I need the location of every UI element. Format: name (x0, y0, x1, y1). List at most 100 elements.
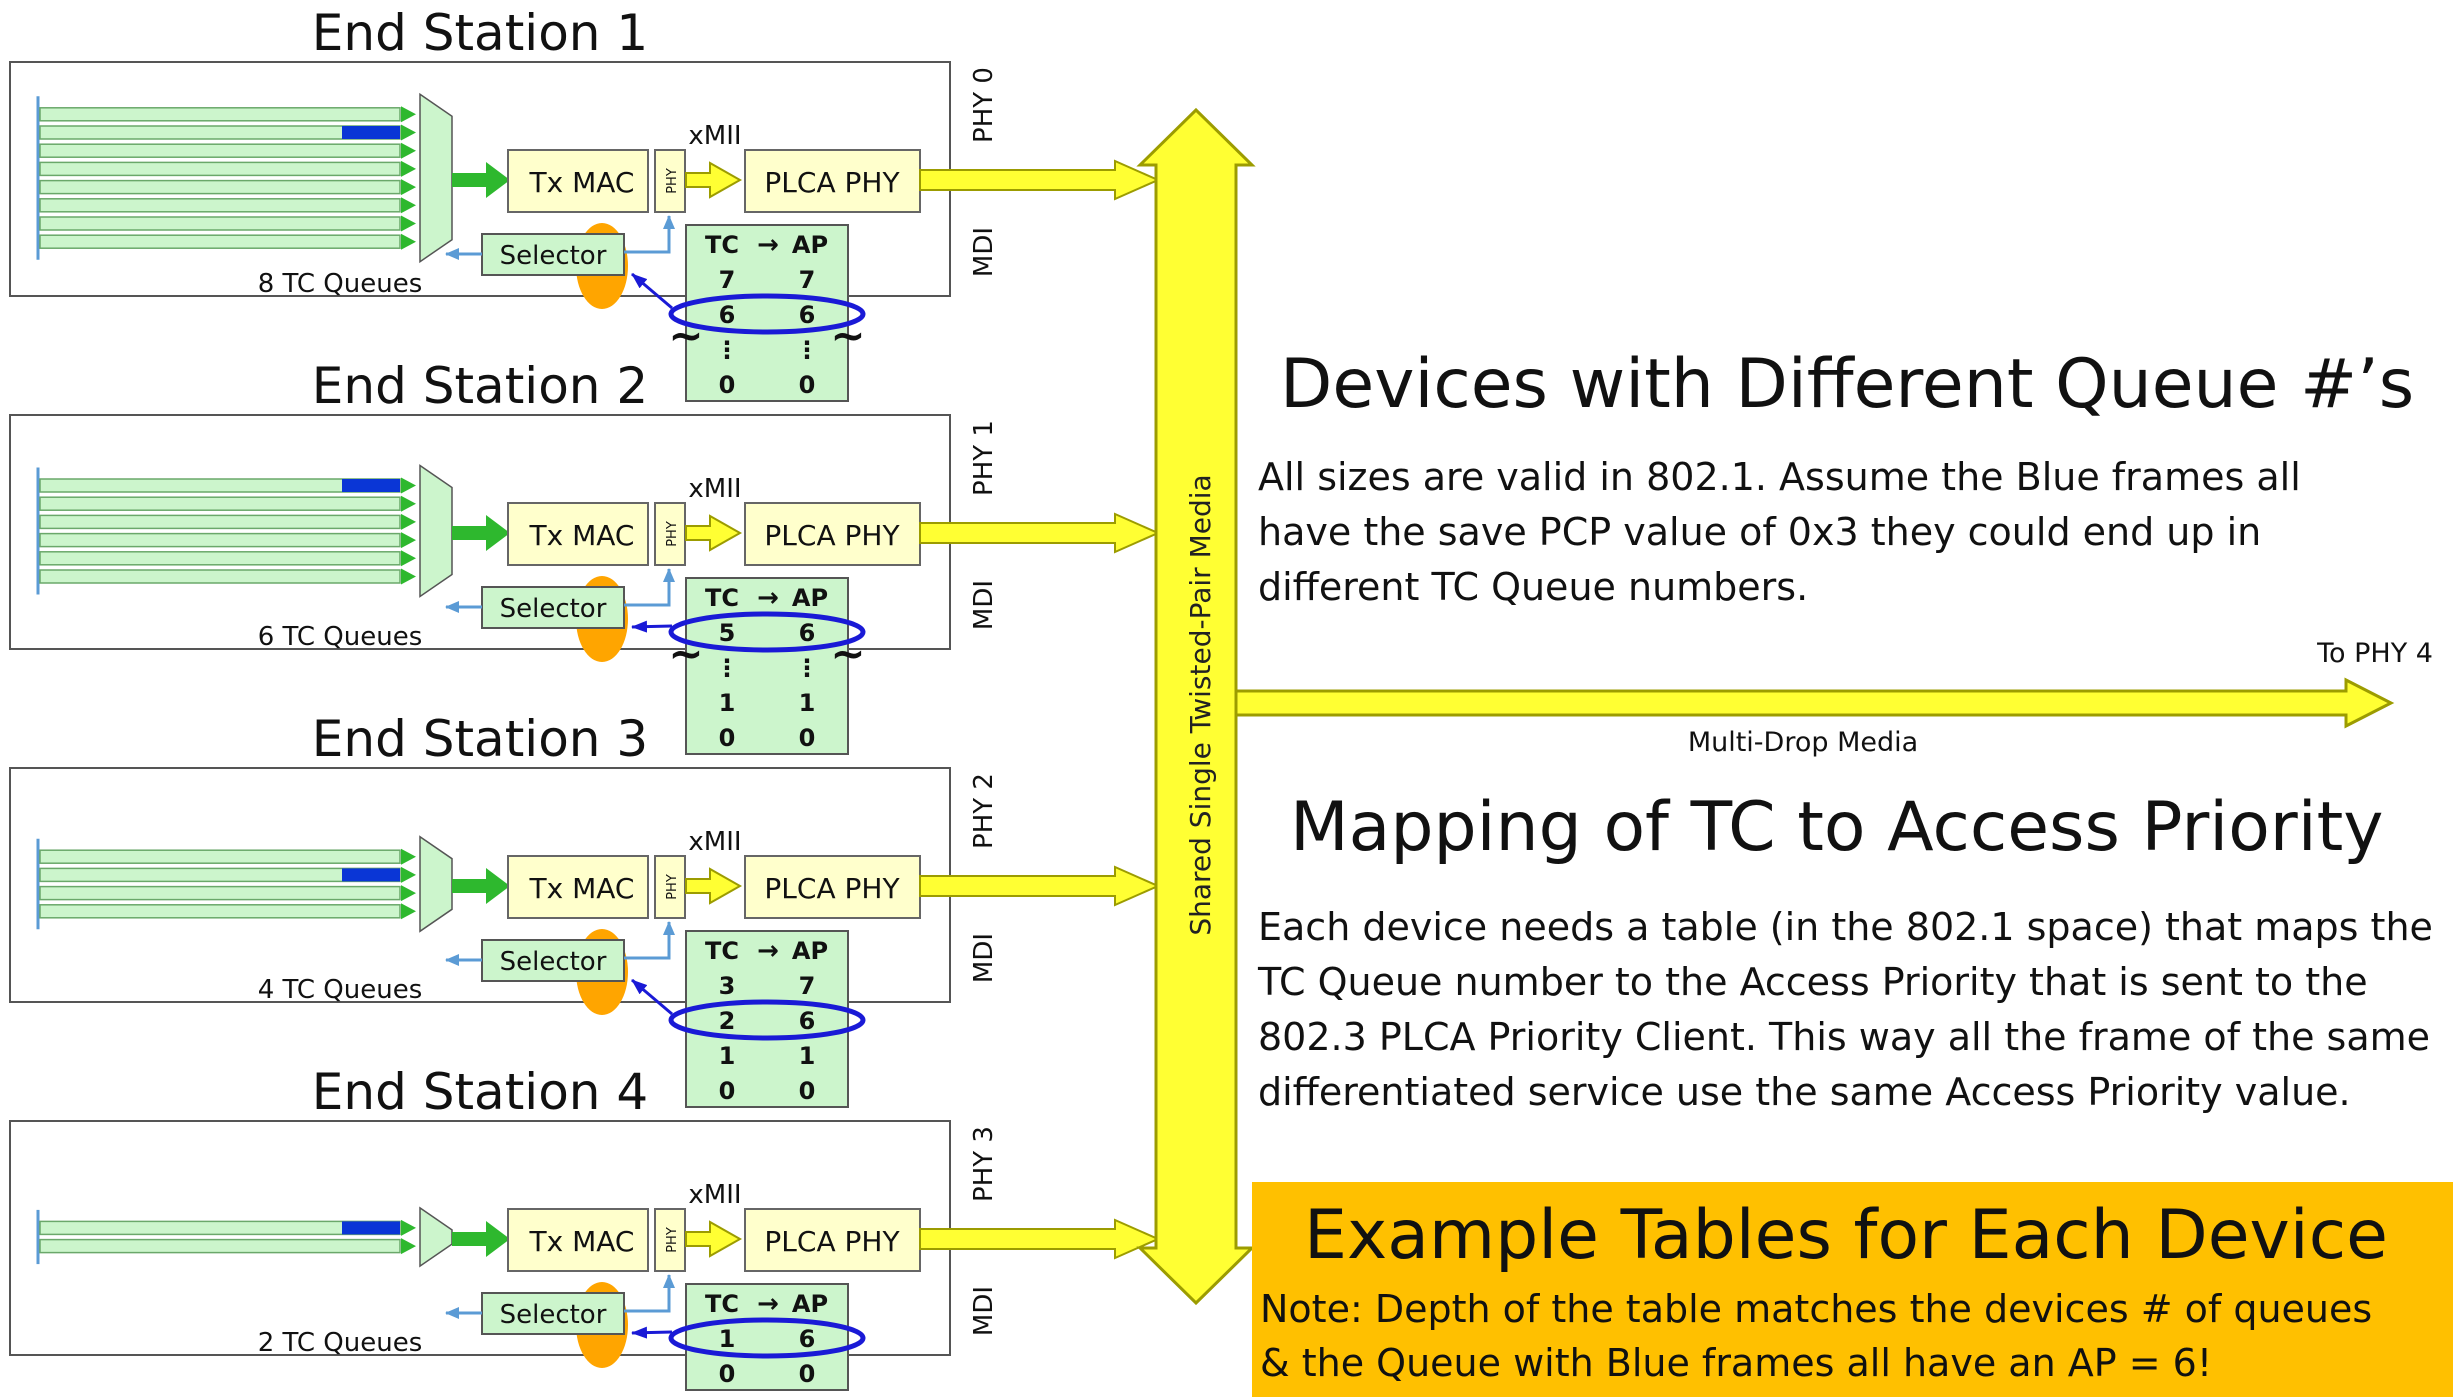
mapping-line: differentiated service use the same Acce… (1258, 1070, 2351, 1114)
tx-mac-label: Tx MAC (529, 1225, 635, 1258)
table-cell-ap: 1 (799, 689, 816, 717)
blue-frame (342, 868, 400, 882)
phy-subblock (654, 502, 686, 566)
queue-arrowhead (401, 885, 416, 902)
highlight-row-ellipse (668, 293, 866, 335)
queue-bar (39, 198, 401, 213)
queue-arrowhead (401, 1219, 416, 1236)
table-cell-ap: ⋮ (795, 336, 819, 364)
table-cell-tc: 1 (719, 1325, 736, 1353)
xmii-arrow (685, 1220, 743, 1258)
selector-label: Selector (500, 1300, 607, 1330)
table-cell-tc: 2 (719, 1007, 736, 1035)
plca-phy-label: PLCA PHY (764, 519, 900, 552)
queue-arrowhead (401, 233, 416, 250)
table-cell-ap: 0 (799, 1077, 816, 1105)
queue-arrowhead (401, 124, 416, 141)
table-to-selector-arrow (631, 272, 673, 310)
queue-bar (39, 514, 401, 530)
phy-subblock-label: PHY (665, 874, 680, 900)
table-header-arrow: → (757, 583, 779, 613)
queues-label: 4 TC Queues (258, 975, 423, 1005)
table-cell-ap: ⋮ (795, 654, 819, 682)
blue-frame (342, 479, 400, 492)
table-cell-tc: 0 (719, 724, 736, 752)
to-phy4-label: To PHY 4 (2316, 638, 2433, 669)
phy-number-label: PHY 0 (969, 67, 999, 143)
phy-to-bus-arrow (919, 159, 1161, 201)
shared-media-bus (1136, 107, 1256, 1306)
example-banner: Example Tables for Each Device Note: Dep… (1252, 1182, 2453, 1397)
mapping-line: TC Queue number to the Access Priority t… (1258, 960, 2368, 1004)
tx-mac-label: Tx MAC (529, 872, 635, 905)
queues-label: 6 TC Queues (258, 622, 423, 652)
queue-bar (39, 216, 401, 231)
tx-mac-box (507, 1208, 649, 1272)
table-header-ap: AP (792, 584, 828, 612)
mapping-heading: Mapping of TC to Access Priority (1290, 788, 2384, 867)
table-cell-ap: 7 (799, 266, 816, 294)
tx-mac-box (507, 502, 649, 566)
table-cell-ap: 6 (799, 301, 816, 329)
phy-number-label: PHY 2 (969, 773, 999, 849)
mdi-label: MDI (969, 1286, 999, 1336)
table-cell-ap: 6 (799, 1325, 816, 1353)
queue-arrowhead (401, 532, 416, 549)
table-to-selector-arrow (631, 978, 673, 1016)
devices-paragraph: All sizes are valid in 802.1. Assume the… (1258, 450, 2301, 615)
phy-to-bus-arrow (919, 865, 1161, 907)
table-cell-tc: 0 (719, 371, 736, 399)
queue-bar (39, 107, 401, 122)
queue-bar (39, 551, 401, 566)
queue-arrowhead (401, 1238, 416, 1255)
xmii-label: xMII (688, 474, 741, 504)
table-header-tc: TC (705, 1290, 739, 1318)
queue-mux (419, 464, 453, 598)
plca-phy-box (744, 149, 921, 213)
mapping-table (685, 577, 849, 755)
xmii-label: xMII (688, 827, 741, 857)
queue-arrowhead (401, 513, 416, 530)
xmii-label: xMII (688, 121, 741, 151)
queue-arrowhead (401, 568, 416, 585)
queues-label: 8 TC Queues (258, 269, 423, 299)
queue-bar (39, 569, 401, 584)
mdi-label: MDI (969, 933, 999, 983)
multi-drop-label: Multi-Drop Media (1688, 727, 1918, 758)
selector-to-phy-arrow (624, 1274, 675, 1313)
highlight-row-ellipse (668, 999, 866, 1041)
table-cell-ap: 0 (799, 371, 816, 399)
highlight-row-ellipse (668, 611, 866, 653)
table-cell-tc: 5 (719, 619, 736, 647)
queues-label: 2 TC Queues (258, 1328, 423, 1358)
selector-label: Selector (500, 241, 607, 271)
mapping-table (685, 224, 849, 402)
phy-to-bus-arrow (919, 1218, 1161, 1260)
selector-label: Selector (500, 594, 607, 624)
tx-mac-box (507, 855, 649, 919)
mapping-paragraph: Each device needs a table (in the 802.1 … (1258, 900, 2433, 1120)
note-paragraph: Note: Depth of the table matches the dev… (1260, 1282, 2372, 1390)
note-line: & the Queue with Blue frames all have an… (1260, 1341, 2213, 1385)
phy-subblock-label: PHY (665, 168, 680, 194)
mdi-label: MDI (969, 580, 999, 630)
selector-to-phy-arrow (624, 921, 675, 960)
queue-bar (39, 143, 401, 158)
table-cell-ap: 6 (799, 619, 816, 647)
xmii-label: xMII (688, 1180, 741, 1210)
queue-arrowhead (401, 903, 416, 920)
mapping-table (685, 930, 849, 1108)
table-cell-tc: 0 (719, 1077, 736, 1105)
selector-label: Selector (500, 947, 607, 977)
table-cell-tc: 6 (719, 301, 736, 329)
queue-bar (39, 532, 401, 548)
devices-line: different TC Queue numbers. (1258, 565, 1809, 609)
table-header-arrow: → (757, 936, 779, 966)
plca-phy-box (744, 502, 921, 566)
station-title: End Station 2 (312, 357, 648, 415)
table-cell-tc: 1 (719, 689, 736, 717)
queue-bar (39, 179, 401, 195)
